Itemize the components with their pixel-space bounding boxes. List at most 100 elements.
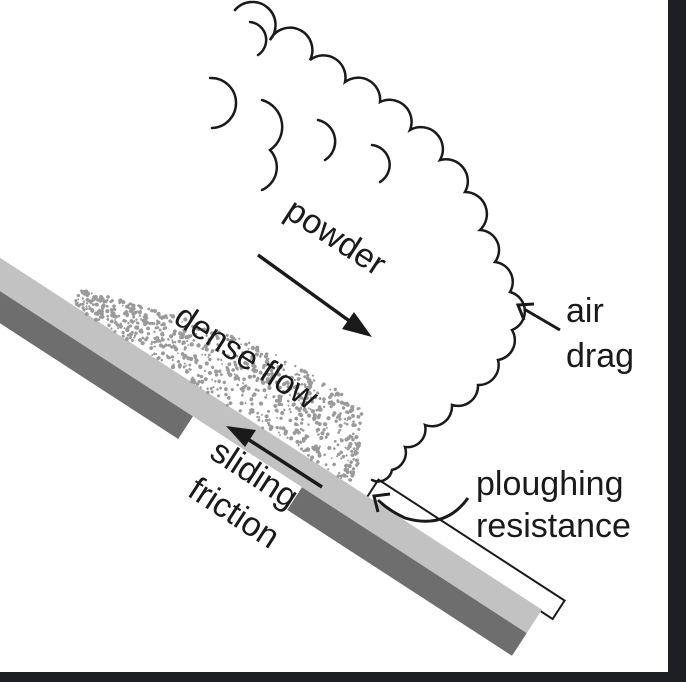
particle [351, 467, 356, 471]
particle [270, 374, 275, 378]
particle [134, 331, 138, 335]
particle [106, 317, 110, 321]
particle [351, 437, 355, 442]
particle [167, 338, 170, 341]
particle [135, 321, 139, 325]
particle [93, 294, 98, 300]
particle [149, 346, 154, 351]
particle [341, 454, 346, 459]
particle [252, 374, 256, 379]
particle [339, 450, 344, 455]
particle [276, 416, 279, 419]
particle [353, 452, 358, 456]
particle [212, 336, 214, 339]
particle [119, 322, 123, 326]
particle [333, 439, 337, 443]
particle [330, 457, 333, 459]
particle [358, 407, 361, 410]
particle [270, 365, 275, 370]
particle [352, 447, 356, 451]
particle [233, 376, 238, 381]
particle [274, 380, 279, 384]
particle [170, 314, 176, 319]
particle [248, 411, 252, 415]
particle [279, 394, 283, 399]
particle [129, 302, 133, 306]
particle [283, 408, 286, 412]
particle [143, 322, 148, 327]
particle [101, 303, 106, 308]
label-ploughing: ploughing [476, 465, 623, 503]
particle [132, 315, 136, 319]
powder-cloud-outline [233, 0, 527, 483]
particle [317, 454, 320, 457]
particle [261, 420, 264, 422]
sliding-friction-arrow [242, 434, 323, 489]
particle [204, 347, 209, 352]
particle [203, 344, 208, 349]
particle [194, 361, 197, 364]
particle [155, 335, 160, 340]
particle [109, 308, 114, 312]
particle [288, 418, 293, 423]
particle [85, 302, 89, 305]
particle [210, 331, 215, 336]
particle [339, 392, 344, 397]
particle [222, 380, 227, 385]
particle [212, 386, 215, 389]
particle [358, 421, 362, 425]
slope-ground-upper [0, 273, 193, 440]
particle [340, 457, 343, 460]
ploughing-arrow-head [372, 492, 391, 513]
particle [150, 342, 153, 346]
particle [233, 360, 237, 364]
particle [207, 353, 211, 357]
particle [124, 310, 129, 314]
particle [327, 400, 332, 406]
particle [292, 430, 297, 435]
particle [260, 378, 265, 383]
particle [299, 368, 304, 373]
particle [288, 375, 291, 378]
particle [269, 368, 274, 373]
particle [145, 336, 149, 340]
particle [194, 358, 199, 363]
particle [130, 338, 134, 342]
particle [302, 449, 305, 453]
particle [101, 306, 105, 311]
particle [259, 352, 264, 356]
particle [214, 373, 219, 377]
particle [244, 402, 247, 405]
particle [265, 352, 269, 356]
particle [81, 306, 85, 310]
particle [100, 297, 105, 301]
particle [274, 353, 277, 356]
particle [352, 420, 355, 424]
particle [282, 368, 286, 371]
particle [236, 383, 239, 387]
particle [339, 412, 342, 415]
particle [160, 358, 164, 362]
particle [206, 390, 210, 395]
particle [153, 322, 156, 325]
particle [345, 454, 348, 457]
particle [191, 324, 195, 329]
particle [121, 334, 125, 338]
particle [255, 345, 260, 350]
particle [216, 343, 219, 346]
particle [316, 391, 320, 395]
particle [153, 352, 156, 356]
particle [348, 416, 352, 420]
particle [93, 311, 99, 316]
particle [210, 350, 213, 354]
particle [207, 337, 211, 341]
particle [307, 453, 310, 457]
particle [311, 445, 314, 449]
particle [324, 435, 328, 439]
particle [346, 403, 350, 407]
particle [234, 355, 237, 358]
particle [118, 324, 123, 329]
particle [126, 334, 130, 337]
particle [165, 354, 169, 357]
particle [329, 388, 332, 391]
